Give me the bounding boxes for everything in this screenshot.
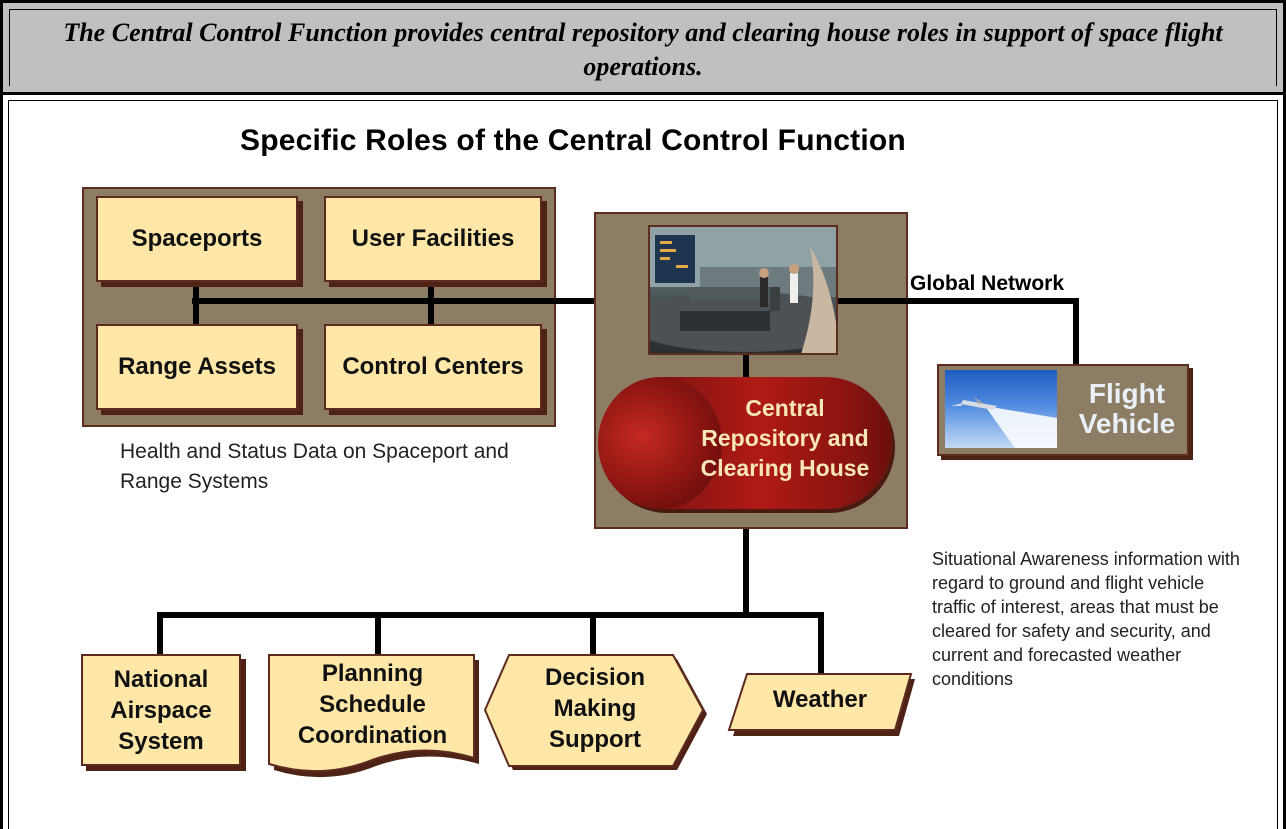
planning-schedule-label: Planning Schedule Coordination bbox=[297, 660, 448, 749]
user-facilities-box: User Facilities bbox=[324, 196, 542, 282]
central-vertical-wire bbox=[743, 355, 749, 379]
spaceports-box: Spaceports bbox=[96, 196, 298, 282]
control-room-image bbox=[648, 225, 838, 355]
facilities-bus-wire bbox=[192, 298, 647, 304]
global-network-label: Global Network bbox=[910, 272, 1065, 295]
weather-label: Weather bbox=[772, 686, 868, 713]
central-repository-label: Central Repository and Clearing House bbox=[700, 395, 870, 481]
flight-vehicle-image bbox=[945, 370, 1057, 448]
planning-document-shape bbox=[268, 654, 479, 778]
planning-drop-wire bbox=[375, 612, 381, 656]
situational-awareness-note: Situational Awareness information with r… bbox=[932, 549, 1240, 689]
range-assets-box: Range Assets bbox=[96, 324, 298, 410]
health-status-note: Health and Status Data on Spaceport and … bbox=[120, 440, 509, 493]
flight-vehicle-label: Flight Vehicle bbox=[1078, 378, 1176, 439]
national-airspace-system-label: National Airspace System bbox=[110, 665, 212, 755]
decision-making-label: Decision Making Support bbox=[544, 664, 646, 753]
control-centers-label: Control Centers bbox=[342, 353, 524, 380]
spaceports-label: Spaceports bbox=[131, 225, 263, 252]
facilities-connector-right bbox=[428, 280, 434, 326]
cylinder-cap bbox=[598, 377, 722, 509]
user-facilities-label: User Facilities bbox=[351, 225, 515, 252]
global-network-wire-v bbox=[1073, 298, 1079, 366]
flight-vehicle-illustration bbox=[951, 396, 1057, 448]
decision-drop-wire bbox=[590, 612, 596, 656]
facilities-connector-left bbox=[193, 280, 199, 326]
output-bus-wire bbox=[157, 612, 824, 618]
control-room-illustration bbox=[650, 227, 836, 353]
caption-text: The Central Control Function provides ce… bbox=[63, 18, 1223, 81]
decision-hexagon-shape bbox=[483, 654, 707, 770]
global-network-wire-h bbox=[838, 298, 1078, 304]
diagram-title: Specific Roles of the Central Control Fu… bbox=[240, 124, 906, 157]
caption-bar: The Central Control Function provides ce… bbox=[0, 0, 1286, 92]
weather-drop-wire bbox=[818, 612, 824, 676]
weather-parallelogram-shape bbox=[727, 673, 915, 736]
nas-drop-wire bbox=[157, 612, 163, 656]
control-centers-box: Control Centers bbox=[324, 324, 542, 410]
range-assets-label: Range Assets bbox=[118, 353, 276, 380]
content-panel bbox=[0, 92, 1286, 829]
national-airspace-system-box: National Airspace System bbox=[81, 654, 241, 766]
central-down-wire bbox=[743, 529, 749, 617]
